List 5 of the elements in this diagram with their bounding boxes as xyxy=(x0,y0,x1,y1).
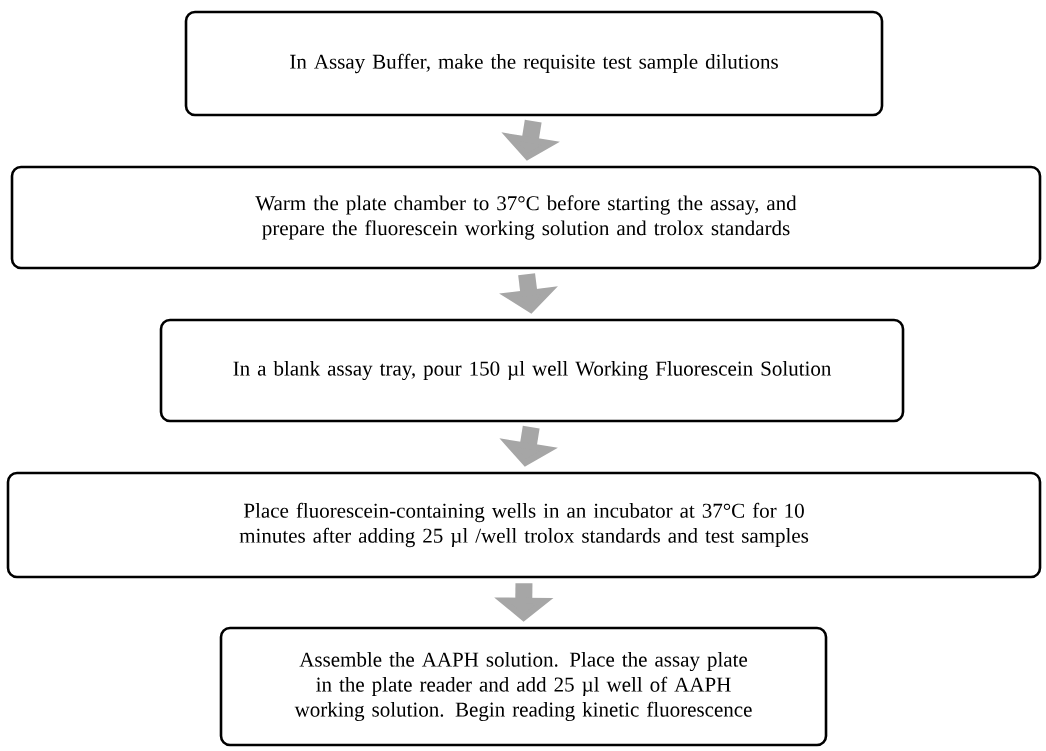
process-box: In Assay Buffer, make the requisite test sample dilutions xyxy=(184,10,884,117)
process-box: Warm the plate chamber to 37°C before starting the assay, and prepare the fluorescein working solution and trolox standards xyxy=(10,165,1042,270)
process-box: Place fluorescein-containing wells in an incubator at 37°C for 10 minutes after adding 25 µl /well trolox standards and test samples xyxy=(6,471,1042,579)
process-box: Assemble the AAPH solution. Place the assay plate in the plate reader and add 25 µl well of AAPH working solution. Begin reading kinetic fluorescence xyxy=(219,626,828,747)
process-box: In a blank assay tray, pour 150 µl well Working Fluorescein Solution xyxy=(159,318,905,423)
